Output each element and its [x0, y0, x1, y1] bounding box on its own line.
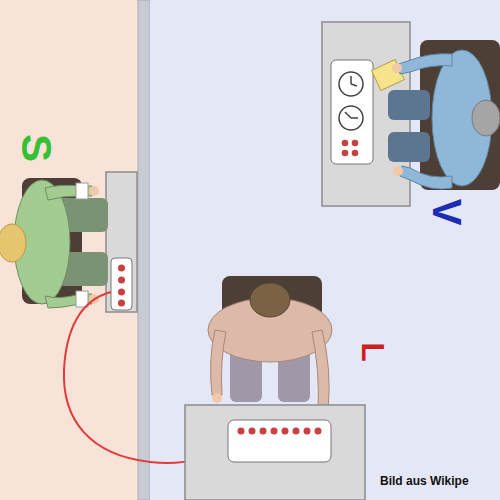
control-panel: [331, 60, 373, 164]
role-letter: V: [427, 199, 467, 226]
clock: [339, 106, 363, 130]
head: [472, 100, 500, 136]
experimenter-figure: [322, 22, 500, 206]
watermark: Bild aus Wikipe: [380, 475, 469, 487]
leg: [388, 132, 430, 162]
arm: [211, 330, 226, 395]
arm: [398, 54, 452, 74]
shock-generator: [228, 420, 331, 462]
electrode-box: [111, 258, 132, 310]
teacher-figure: [185, 276, 365, 500]
strap: [76, 183, 88, 199]
head: [250, 283, 290, 317]
role-letter: L: [357, 342, 389, 362]
head: [0, 224, 26, 262]
wall: [138, 0, 150, 500]
learner-figure: [0, 172, 137, 312]
arm: [400, 166, 452, 189]
teacher-desk: [185, 405, 365, 500]
role-letter: S: [15, 134, 57, 162]
clock: [339, 72, 363, 96]
leg: [388, 90, 430, 120]
strap: [76, 291, 88, 307]
learner-table: [106, 172, 137, 312]
teacher-room: [150, 0, 500, 500]
arm: [312, 330, 329, 410]
paper: [372, 60, 405, 91]
